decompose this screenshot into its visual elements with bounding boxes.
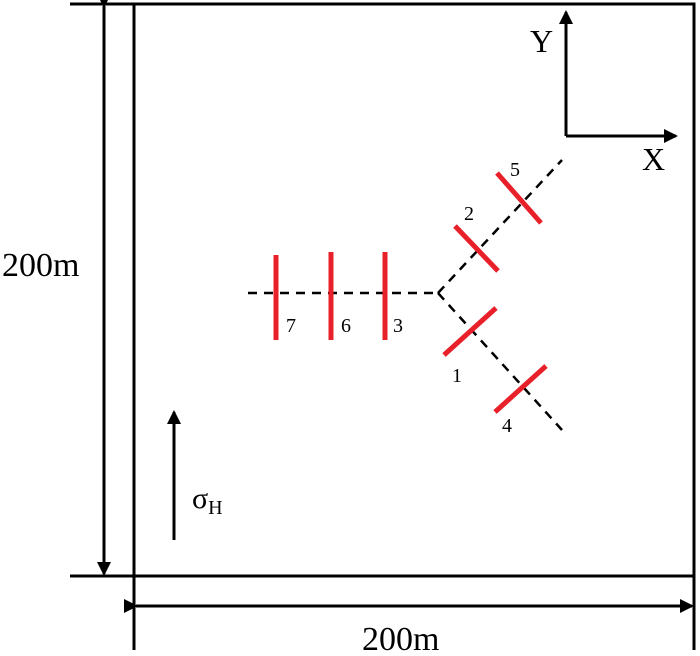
coordinate-axes: Y X: [530, 10, 678, 177]
fracture-label-4: 4: [502, 415, 512, 437]
domain-boundary: [132, 2, 696, 578]
fracture-5: [495, 171, 543, 225]
well-paths: [248, 159, 563, 431]
stress-indicator: σH: [167, 410, 223, 540]
fracture-label-7: 7: [286, 315, 296, 337]
vertical-dimension: 200m: [2, 0, 134, 578]
fracture-label-1: 1: [452, 365, 462, 387]
fracture-2: [453, 224, 500, 273]
horizontal-dimension-label: 200m: [362, 621, 439, 656]
well-path-upper-branch: [437, 159, 563, 294]
fracture-label-6: 6: [341, 315, 351, 337]
fracture-1: [442, 306, 498, 357]
fracture-labels: 7 6 3 2 5 1 4: [286, 159, 520, 437]
fracture-label-3: 3: [393, 315, 403, 337]
fracture-4: [493, 364, 548, 414]
fracture-label-2: 2: [464, 203, 474, 225]
horizontal-dimension: 200m: [124, 576, 696, 656]
vertical-dimension-label: 200m: [2, 247, 79, 284]
y-axis-label: Y: [530, 23, 553, 59]
stress-subscript: H: [208, 497, 222, 519]
fractures: [273, 171, 548, 414]
stress-label: σH: [192, 482, 223, 519]
stress-symbol: σ: [192, 482, 208, 515]
fracture-label-5: 5: [510, 159, 520, 181]
x-axis-label: X: [642, 141, 665, 177]
